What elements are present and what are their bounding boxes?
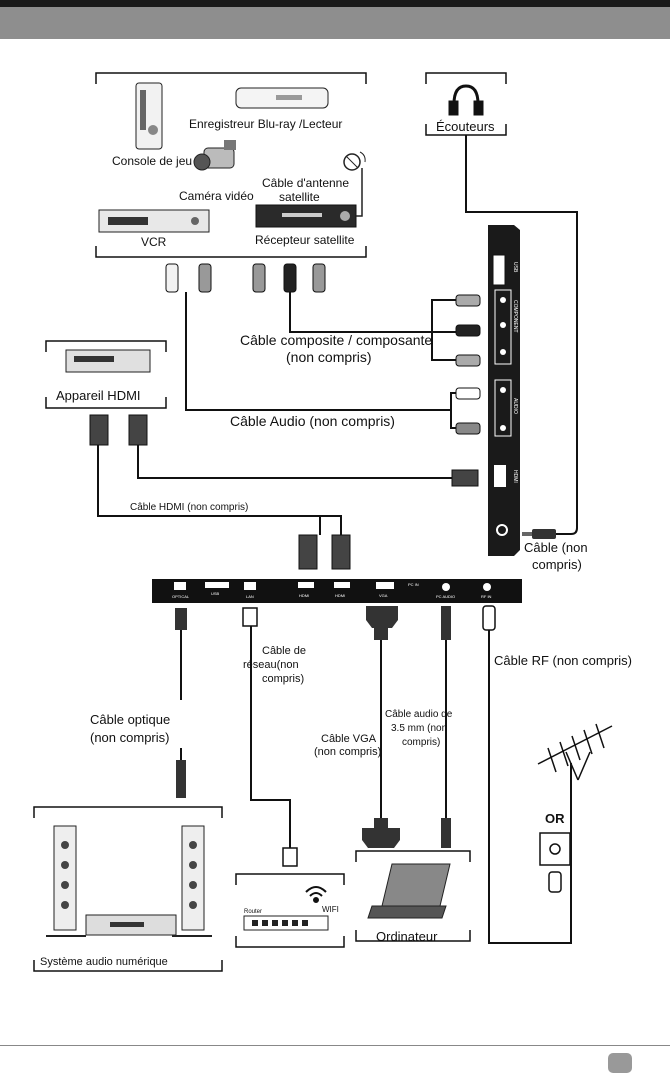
- port-usb-label: USB: [211, 591, 220, 596]
- audio35-cable-label-3: compris): [402, 737, 440, 748]
- network-cable-label-1: Câble de: [262, 645, 306, 657]
- network-cable-label-2: réseau(non: [243, 659, 299, 671]
- port-lan-label: LAN: [246, 594, 254, 599]
- hdmi-plugs: [89, 414, 479, 570]
- side-component-port-label: COMPONENT: [512, 300, 518, 333]
- port-hdmi1-label: HDMI: [299, 593, 309, 598]
- audio35-cable-label-1: Câble audio de: [385, 709, 453, 720]
- wall-socket-icon: [539, 832, 571, 893]
- port-hdmi2-label: HDMI: [335, 593, 345, 598]
- speaker-system-icon: [46, 825, 212, 937]
- side-usb-port-label: USB: [512, 262, 518, 273]
- tv-bottom-panel: [152, 579, 522, 603]
- port-rf-in-label: RF IN: [481, 594, 492, 599]
- antenna-cable-label-1: Câble d'antenne: [262, 176, 349, 190]
- optical-plug: [176, 760, 186, 798]
- source-devices-bracket: [95, 72, 367, 258]
- ethernet-plug: [282, 847, 298, 867]
- vga-cable-label-2: (non compris): [314, 746, 381, 758]
- optical-cable-label-2: (non compris): [90, 730, 169, 745]
- footer-divider: [0, 1045, 670, 1046]
- headphones-label: Écouteurs: [436, 119, 495, 134]
- rca-plugs-side: [455, 294, 481, 435]
- tv-side-panel: [488, 225, 520, 556]
- port-vga-label: VGA: [379, 593, 388, 598]
- router-bracket: [235, 873, 345, 948]
- game-console-label: Console de jeu: [112, 154, 192, 168]
- hdmi-device-icon: [65, 349, 151, 373]
- headphone-plug: [522, 529, 556, 539]
- audio-system-label: Système audio numérique: [40, 956, 168, 968]
- game-console-icon: [135, 82, 163, 150]
- rca-plugs-top: [165, 263, 326, 293]
- side-hdmi-port-label: HDMI: [512, 470, 518, 483]
- vga-cable-label-1: Câble VGA: [321, 733, 377, 745]
- router-icon: [243, 915, 329, 931]
- computer-bracket: [355, 850, 471, 942]
- bluray-player-icon: [235, 87, 329, 109]
- composite-cable-label-2: (non compris): [286, 349, 372, 365]
- header-band: [0, 7, 670, 39]
- satellite-receiver-icon: [255, 204, 357, 228]
- antenna-icon: [537, 723, 613, 781]
- satellite-receiver-label: Récepteur satellite: [255, 233, 355, 247]
- audio35-cable-label-2: 3.5 mm (non: [391, 723, 447, 734]
- cable-lines: [97, 135, 578, 944]
- wifi-label: WIFI: [322, 905, 339, 914]
- side-audio-port-label: AUDIO: [512, 398, 518, 414]
- optical-cable-label-1: Câble optique: [90, 712, 170, 727]
- antenna-cable-label-2: satellite: [279, 190, 320, 204]
- vcr-label: VCR: [141, 235, 167, 249]
- hdmi-device-label: Appareil HDMI: [56, 388, 141, 403]
- port-optical-label: OPTICAL: [172, 594, 190, 599]
- headphones-icon: [448, 84, 484, 116]
- laptop-icon: [367, 863, 451, 919]
- headphone-cable-label-1: Câble (non: [524, 540, 588, 555]
- or-label: OR: [545, 811, 565, 826]
- satellite-dish-icon: [343, 151, 366, 171]
- top-bar: [0, 0, 670, 7]
- computer-plugs: [362, 818, 451, 848]
- video-camera-label: Caméra vidéo: [179, 189, 254, 203]
- vcr-icon: [98, 209, 210, 233]
- network-cable-label-3: compris): [262, 673, 304, 685]
- headphone-cable-label-2: compris): [532, 557, 582, 572]
- computer-label: Ordinateur: [376, 929, 438, 944]
- audio-cable-label: Câble Audio (non compris): [230, 413, 395, 429]
- bluray-label: Enregistreur Blu-ray /Lecteur: [189, 117, 342, 131]
- router-label: Router: [244, 909, 262, 915]
- video-camera-icon: [193, 140, 236, 171]
- bottom-plugs: [175, 605, 496, 640]
- rf-cable-label: Câble RF (non compris): [494, 653, 632, 668]
- audio-system-bracket: [33, 806, 223, 972]
- composite-cable-label-1: Câble composite / composante: [240, 332, 432, 348]
- wifi-icon: [305, 886, 327, 903]
- port-pc-audio-label: PC AUDIO: [436, 594, 455, 599]
- hdmi-device-bracket: [45, 340, 167, 409]
- port-pc-in-label: PC IN: [408, 582, 419, 587]
- hdmi-cable-label: Câble HDMI (non compris): [130, 502, 248, 513]
- page-number-badge: [608, 1053, 632, 1073]
